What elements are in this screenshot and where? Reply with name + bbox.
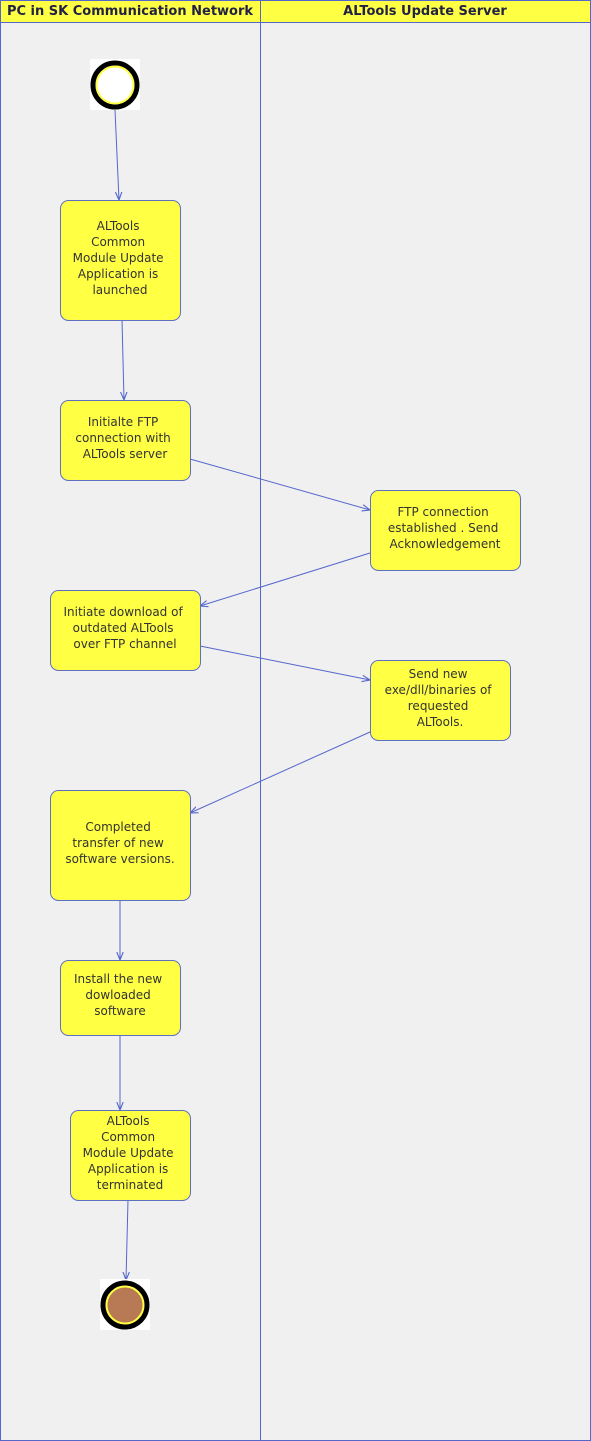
action-init-ftp: Initialte FTP connection with ALTools se… [60, 400, 191, 481]
flow-terminated-to-end [126, 1199, 128, 1280]
swimlane-server-title: ALTools Update Server [343, 4, 507, 19]
swimlane-pc-title: PC in SK Communication Network [7, 4, 253, 19]
initial-node-inner-ring [95, 65, 135, 105]
flow-send-binaries-to-completed-transfer [190, 731, 371, 813]
action-install: Install the new dowloaded software [60, 960, 181, 1036]
action-terminated-label: ALTools Common Module Update Application… [83, 1114, 178, 1192]
flow-initiate-download-to-send-binaries [199, 645, 370, 680]
action-launch-label: ALTools Common Module Update Application… [73, 219, 168, 297]
final-node [100, 1279, 150, 1330]
action-launch: ALTools Common Module Update Application… [60, 200, 181, 321]
action-terminated: ALTools Common Module Update Application… [70, 1110, 191, 1201]
action-completed-transfer-label: Completed transfer of new software versi… [65, 820, 174, 866]
action-install-box [60, 960, 181, 1036]
action-send-binaries-box [370, 660, 511, 741]
action-terminated-box [70, 1110, 191, 1201]
flow-start-to-launch [114, 109, 119, 200]
action-ftp-established-label: FTP connection established . Send Acknow… [388, 505, 502, 551]
action-initiate-download-box [50, 590, 201, 671]
flow-launch-to-init-ftp [122, 319, 124, 400]
flow-arrows [114, 109, 371, 1280]
action-init-ftp-label: Initialte FTP connection with ALTools se… [75, 415, 174, 461]
initial-node-ring [90, 60, 140, 110]
action-send-binaries-label: Send new exe/dll/binaries of requested A… [385, 667, 496, 729]
final-node-core [105, 1285, 145, 1325]
action-init-ftp-box [60, 400, 191, 481]
action-initiate-download: Initiate download of outdated ALTools ov… [50, 590, 201, 671]
action-send-binaries: Send new exe/dll/binaries of requested A… [370, 660, 511, 741]
action-ftp-established-box [370, 490, 521, 571]
flow-ftp-established-to-initiate-download [200, 552, 371, 606]
action-install-label: Install the new dowloaded software [74, 972, 166, 1018]
action-completed-transfer: Completed transfer of new software versi… [50, 790, 191, 901]
action-launch-box [60, 200, 181, 321]
action-completed-transfer-box [50, 790, 191, 901]
flow-init-ftp-to-ftp-established [189, 458, 370, 510]
action-ftp-established: FTP connection established . Send Acknow… [370, 490, 521, 571]
initial-node [90, 59, 140, 110]
action-initiate-download-label: Initiate download of outdated ALTools ov… [63, 605, 186, 651]
